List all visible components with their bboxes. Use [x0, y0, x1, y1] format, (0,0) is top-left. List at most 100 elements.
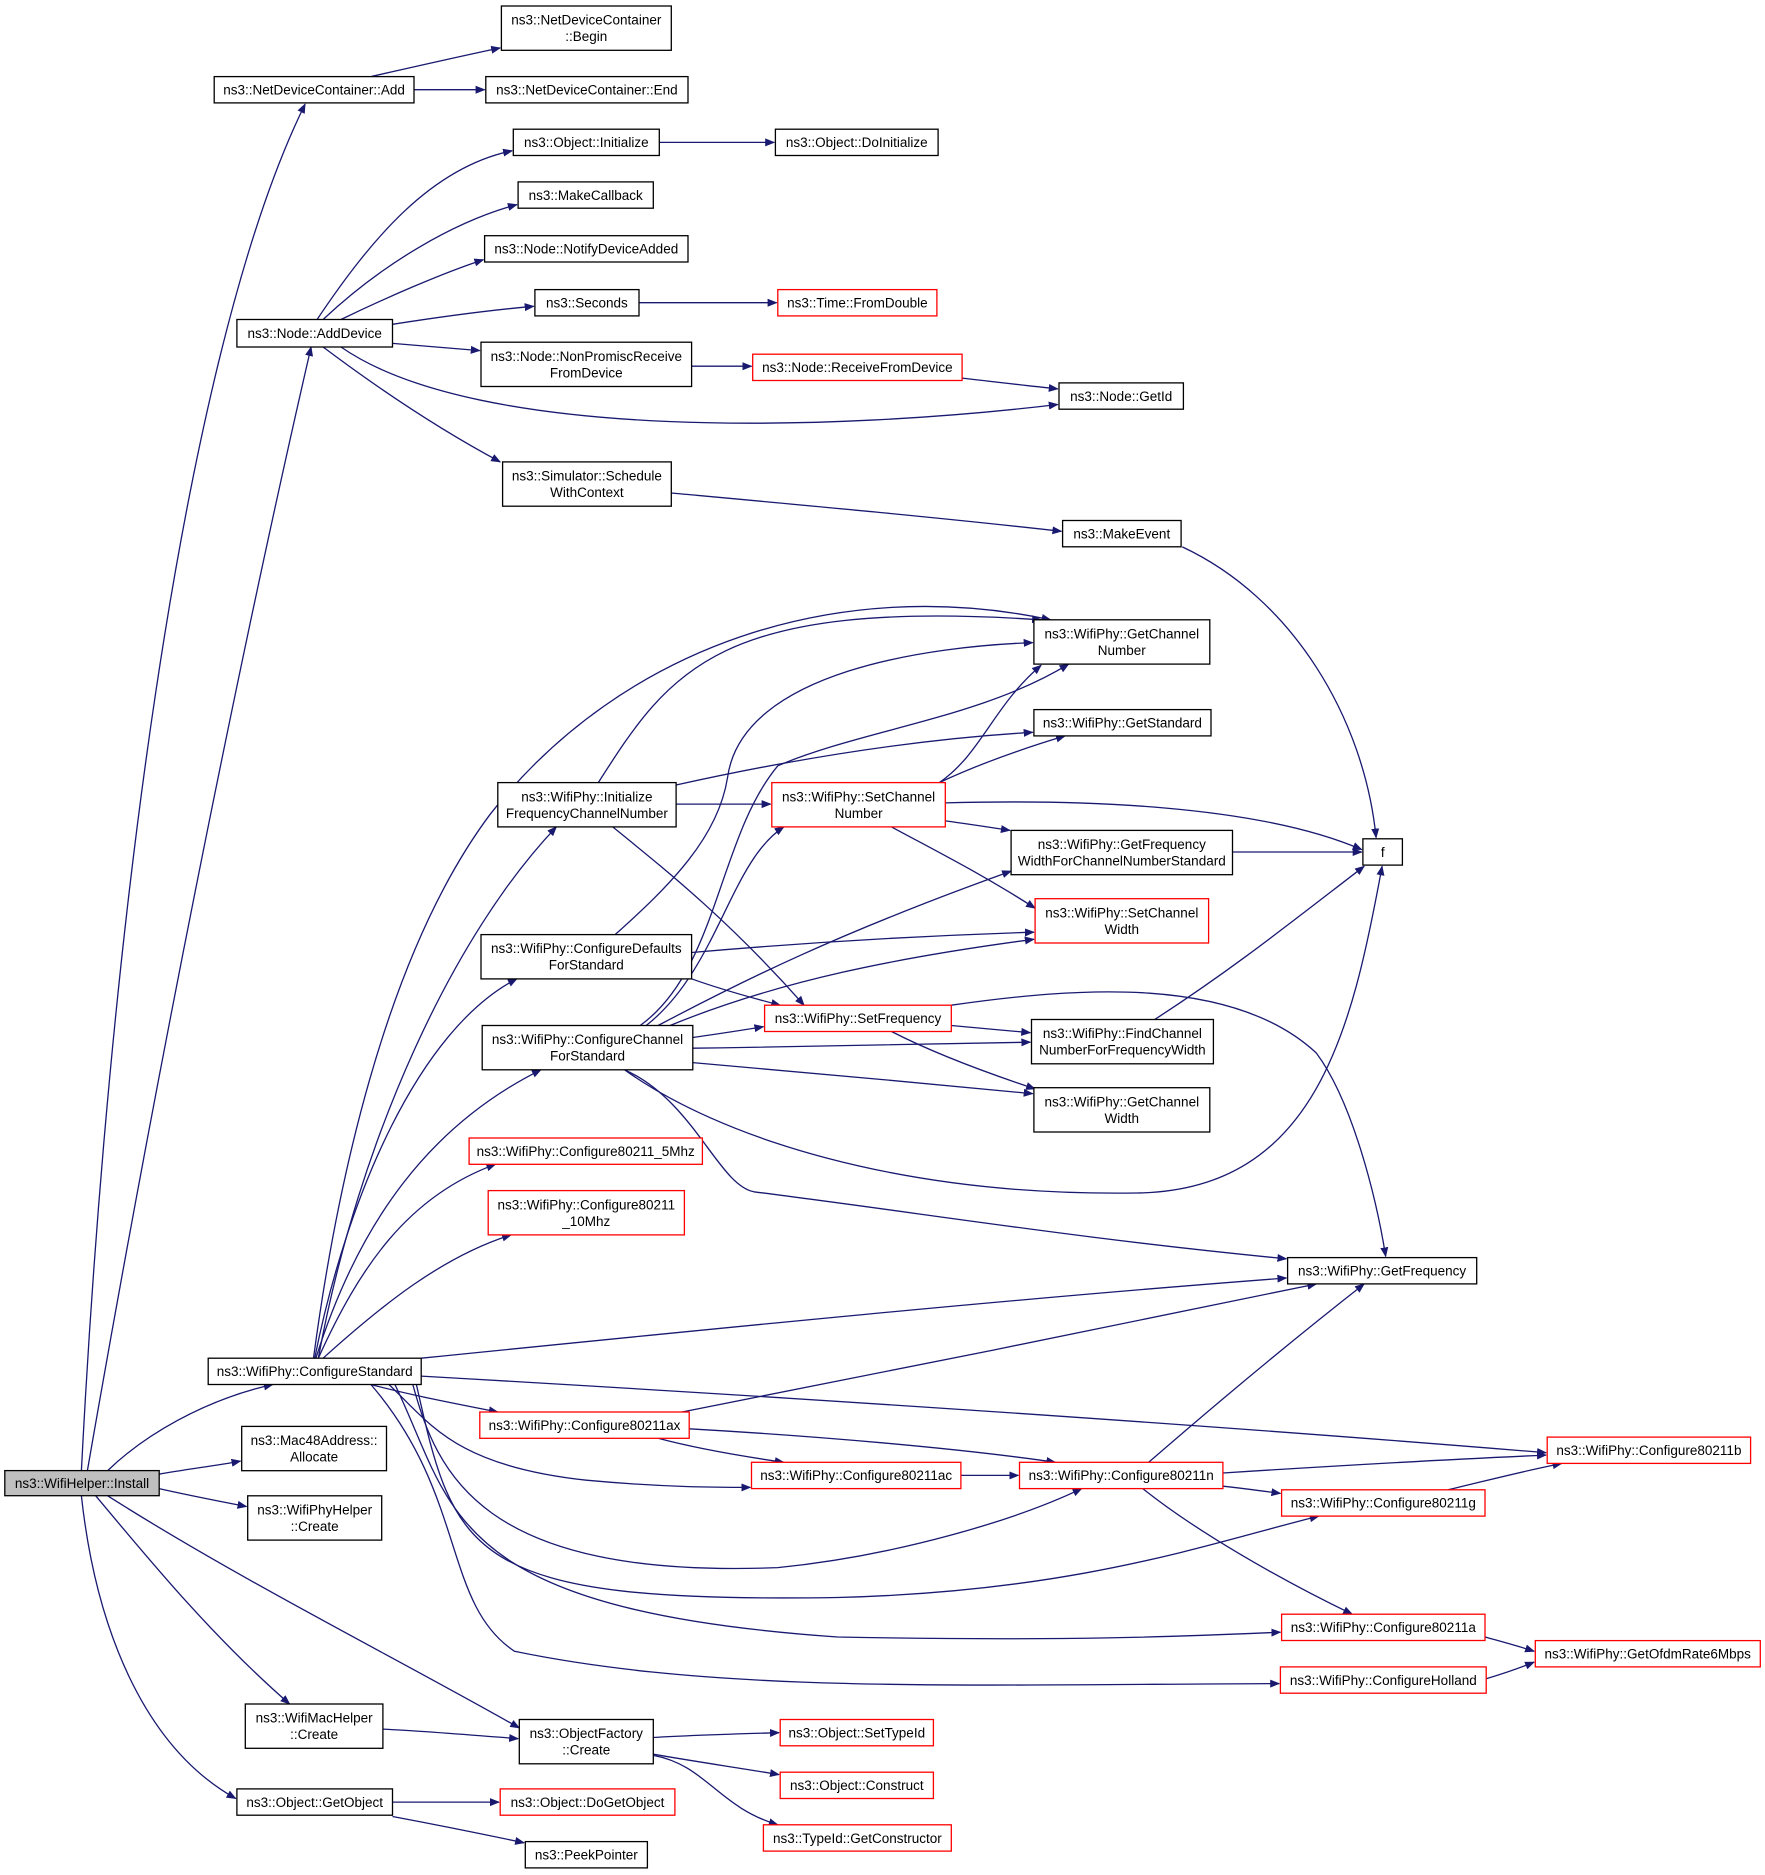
call-edge-confstd-to-getfreq — [421, 1274, 1288, 1359]
call-edge-initfreq-to-getchnum — [597, 615, 1043, 783]
node-getfreqwidth[interactable]: ns3::WifiPhy::GetFrequencyWidthForChanne… — [1010, 829, 1234, 876]
node-getstd[interactable]: ns3::WifiPhy::GetStandard — [1033, 708, 1212, 737]
call-edge-objfactory-to-construct — [653, 1753, 780, 1778]
call-edge-adddevice-to-getid — [340, 346, 1059, 424]
node-box — [774, 128, 939, 157]
node-findch[interactable]: ns3::WifiPhy::FindChannelNumberForFreque… — [1030, 1018, 1215, 1065]
node-label: WithContext — [550, 485, 624, 500]
node-machelper[interactable]: ns3::WifiMacHelper::Create — [244, 1703, 384, 1749]
node-makeevent[interactable]: ns3::MakeEvent — [1061, 519, 1182, 548]
call-edge-setfreq-to-findch — [951, 1024, 1032, 1036]
node-box — [497, 781, 677, 828]
call-edge-adddevice-to-notify — [340, 258, 485, 321]
node-ndc_end[interactable]: ns3::NetDeviceContainer::End — [485, 75, 689, 104]
call-edge-confstd-to-confdef — [314, 978, 518, 1359]
node-label: Allocate — [290, 1450, 338, 1465]
node-box — [1286, 1256, 1478, 1285]
call-edge-c_n-to-c_g — [1222, 1485, 1282, 1497]
node-getobject[interactable]: ns3::Object::GetObject — [236, 1788, 394, 1816]
node-makecb[interactable]: ns3::MakeCallback — [517, 181, 654, 209]
node-fromdouble[interactable]: ns3::Time::FromDouble — [777, 288, 938, 317]
node-obj_doinit[interactable]: ns3::Object::DoInitialize — [774, 128, 939, 157]
call-edge-confstd-to-getchnum — [312, 605, 1052, 1359]
call-edge-install-to-adddevice — [86, 346, 313, 1471]
node-mac48[interactable]: ns3::Mac48Address::Allocate — [241, 1425, 388, 1472]
call-edge-confch-to-getchwidth — [692, 1061, 1034, 1097]
node-confdef[interactable]: ns3::WifiPhy::ConfigureDefaultsForStanda… — [480, 933, 693, 980]
node-box — [207, 1357, 422, 1386]
node-label: ns3::Node::ReceiveFromDevice — [762, 360, 953, 375]
call-edge-c_a-to-ofdm6 — [1484, 1636, 1536, 1653]
call-edge-install-to-machelper — [95, 1495, 291, 1705]
node-setfreq[interactable]: ns3::WifiPhy::SetFrequency — [763, 1004, 952, 1033]
node-label: ::Create — [290, 1727, 338, 1742]
node-label: f — [1381, 845, 1385, 860]
node-phyhelper[interactable]: ns3::WifiPhyHelper::Create — [247, 1495, 383, 1541]
node-holland[interactable]: ns3::WifiPhy::ConfigureHolland — [1279, 1666, 1487, 1694]
node-box — [1034, 898, 1210, 944]
node-getfreq[interactable]: ns3::WifiPhy::GetFrequency — [1286, 1256, 1478, 1285]
node-ndc_add[interactable]: ns3::NetDeviceContainer::Add — [213, 75, 415, 104]
node-c_a[interactable]: ns3::WifiPhy::Configure80211a — [1280, 1613, 1486, 1642]
node-box — [501, 461, 672, 507]
node-confstd[interactable]: ns3::WifiPhy::ConfigureStandard — [207, 1357, 422, 1386]
node-settypeid[interactable]: ns3::Object::SetTypeId — [779, 1718, 935, 1747]
node-box — [4, 1469, 160, 1497]
node-label: Number — [1098, 643, 1147, 658]
node-label: ::Begin — [565, 29, 607, 44]
node-ndc_begin[interactable]: ns3::NetDeviceContainer::Begin — [500, 5, 672, 51]
node-dogetobject[interactable]: ns3::Object::DoGetObject — [499, 1788, 676, 1816]
call-edge-initfreq-to-setfreq — [612, 826, 805, 1006]
node-peekptr[interactable]: ns3::PeekPointer — [524, 1840, 649, 1869]
node-adddevice[interactable]: ns3::Node::AddDevice — [236, 318, 394, 348]
node-confch[interactable]: ns3::WifiPhy::ConfigureChannelForStandar… — [481, 1024, 694, 1071]
node-c_b[interactable]: ns3::WifiPhy::Configure80211b — [1546, 1436, 1752, 1465]
node-label: ns3::WifiPhy::ConfigureHolland — [1290, 1673, 1477, 1688]
node-c_n[interactable]: ns3::WifiPhy::Configure80211n — [1018, 1461, 1224, 1490]
node-ofdm6[interactable]: ns3::WifiPhy::GetOfdmRate6Mbps — [1534, 1639, 1761, 1668]
node-seconds[interactable]: ns3::Seconds — [534, 288, 640, 317]
node-box — [524, 1840, 649, 1869]
node-c_g[interactable]: ns3::WifiPhy::Configure80211g — [1280, 1489, 1486, 1517]
node-c_ac[interactable]: ns3::WifiPhy::Configure80211ac — [750, 1461, 962, 1490]
call-edge-confch-to-getfreq — [624, 1069, 1288, 1262]
call-edge-c_g-to-c_b — [1447, 1461, 1563, 1491]
node-label: FromDevice — [550, 365, 623, 380]
node-recvfromdev[interactable]: ns3::Node::ReceiveFromDevice — [752, 353, 963, 382]
call-edge-confstd-to-c10mhz — [322, 1233, 512, 1359]
node-f[interactable]: f — [1362, 838, 1404, 866]
node-box — [236, 318, 394, 348]
call-edge-c_ax-to-getfreq — [681, 1281, 1318, 1413]
node-label: ::Create — [291, 1519, 339, 1534]
function-nodes: ns3::WifiHelper::Installns3::NetDeviceCo… — [4, 5, 1761, 1869]
node-label: ns3::WifiPhy::Configure80211ax — [489, 1418, 681, 1433]
node-box — [483, 235, 689, 263]
node-obj_init[interactable]: ns3::Object::Initialize — [512, 128, 660, 157]
call-edge-install-to-phyhelper — [158, 1487, 248, 1509]
node-box — [1280, 1613, 1486, 1642]
node-label: ns3::Simulator::Schedule — [512, 469, 662, 484]
node-c5mhz[interactable]: ns3::WifiPhy::Configure80211_5Mhz — [468, 1137, 704, 1165]
node-c_ax[interactable]: ns3::WifiPhy::Configure80211ax — [479, 1411, 690, 1439]
node-getctor[interactable]: ns3::TypeId::GetConstructor — [762, 1824, 952, 1852]
node-label: ns3::WifiPhy::GetStandard — [1043, 716, 1202, 731]
node-label: FrequencyChannelNumber — [506, 806, 669, 821]
node-getid[interactable]: ns3::Node::GetId — [1058, 382, 1185, 410]
node-label: ns3::Node::NotifyDeviceAdded — [494, 242, 678, 257]
node-box — [518, 1718, 654, 1765]
node-label: ns3::ObjectFactory — [530, 1726, 644, 1741]
node-notify[interactable]: ns3::Node::NotifyDeviceAdded — [483, 235, 689, 263]
node-initfreq[interactable]: ns3::WifiPhy::InitializeFrequencyChannel… — [497, 781, 677, 828]
node-construct[interactable]: ns3::Object::Construct — [779, 1771, 935, 1800]
node-objfactory[interactable]: ns3::ObjectFactory::Create — [518, 1718, 654, 1765]
node-label: ns3::Time::FromDouble — [787, 296, 928, 311]
node-c10mhz[interactable]: ns3::WifiPhy::Configure80211_10Mhz — [487, 1189, 686, 1236]
node-label: ns3::WifiPhy::Configure80211ac — [760, 1468, 952, 1483]
